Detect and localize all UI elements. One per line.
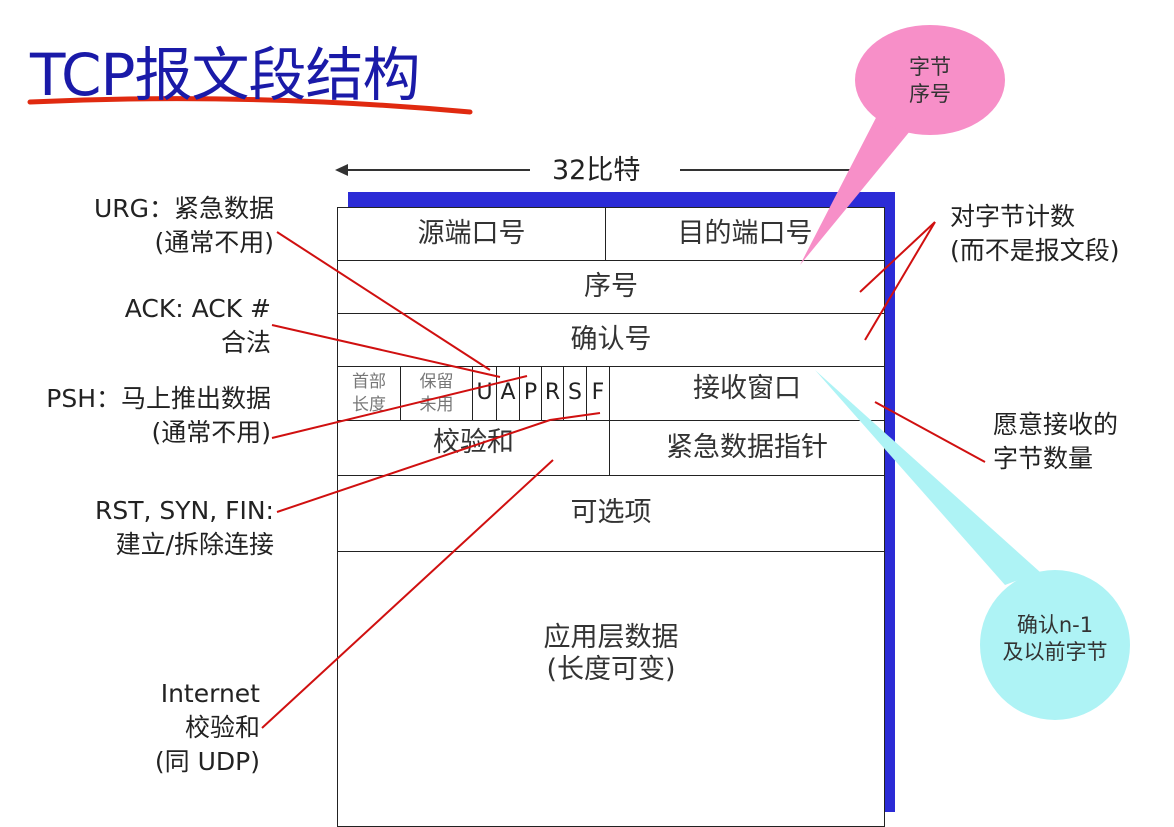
window-note: 字节数量: [993, 443, 1094, 473]
window-pointer: [874, 401, 986, 463]
page-title: TCP报文段结构: [30, 41, 421, 109]
field-reserved: 保留未用: [400, 366, 473, 421]
urg-pointer: [276, 231, 491, 371]
field-ack: 确认号: [337, 313, 885, 367]
field-checksum: 校验和: [337, 420, 610, 476]
field-data: 应用层数据 (长度可变): [337, 551, 885, 827]
width-label: 32比特: [552, 155, 641, 186]
window-label: 愿意接收的字节数量: [993, 408, 1118, 476]
seq-bubble-tail: [800, 110, 915, 265]
ack-bubble-line2: 及以前字节: [1002, 640, 1108, 665]
psh-label: PSH：马上推出数据 (通常不用): [46, 382, 271, 450]
ack-note: 合法: [220, 327, 271, 357]
data-label: 应用层数据: [543, 622, 679, 653]
ack-bubble-line1: 确认n-1: [1016, 613, 1094, 637]
seq-bubble-text: 字节序号: [880, 54, 980, 109]
internet-note2: (同 UDP): [154, 746, 260, 776]
checksum-pointer: [261, 459, 554, 729]
count-note: (而不是报文段): [950, 235, 1120, 265]
count-text: 对字节计数: [950, 202, 1076, 231]
rst-label: RST, SYN, FIN: 建立/拆除连接: [95, 494, 274, 562]
urg-note: (通常不用): [154, 227, 274, 257]
window-text: 愿意接收的: [993, 410, 1119, 439]
internet-note: 校验和: [184, 712, 260, 742]
flag-rst: R: [541, 366, 564, 421]
seq-count-pointer: [859, 221, 936, 293]
field-options: 可选项: [337, 475, 885, 552]
field-seq: 序号: [337, 260, 885, 314]
ack-text: ACK: ACK #: [124, 294, 271, 323]
seq-bubble-line2: 序号: [909, 82, 951, 107]
ack-bubble-text: 确认n-1 及以前字节: [985, 612, 1125, 667]
urg-text: URG：紧急数据: [93, 194, 274, 223]
ack-bubble-tail: [815, 370, 1040, 585]
ack-label: ACK: ACK # 合法: [125, 292, 271, 360]
psh-text: PSH：马上推出数据: [46, 384, 271, 413]
psh-pointer: [271, 375, 528, 439]
internet-text: Internet: [160, 679, 260, 708]
urg-label: URG：紧急数据 (通常不用): [94, 192, 274, 260]
data-note: (长度可变): [546, 654, 676, 686]
flag-syn: S: [563, 366, 587, 421]
rst-note: 建立/拆除连接: [115, 529, 274, 559]
internet-label: Internet 校验和 (同 UDP): [155, 677, 260, 778]
ack-pointer: [271, 324, 501, 378]
count-label: 对字节计数 (而不是报文段): [950, 200, 1120, 268]
rst-pointer: [276, 412, 601, 513]
flag-psh: P: [519, 366, 542, 421]
title-underline: [27, 96, 473, 115]
rst-text: RST, SYN, FIN:: [94, 496, 274, 525]
field-urg-ptr: 紧急数据指针: [609, 420, 885, 476]
ack-bubble: [980, 570, 1130, 720]
ack-count-pointer: [864, 221, 936, 341]
seq-bubble: [855, 25, 1005, 135]
flag-ack: A: [496, 366, 520, 421]
flag-fin: F: [586, 366, 610, 421]
arrowhead-icon: [335, 164, 348, 176]
field-src-port: 源端口号: [337, 207, 606, 261]
seq-bubble-line1: 字节: [909, 55, 951, 79]
psh-note: (通常不用): [151, 417, 271, 447]
